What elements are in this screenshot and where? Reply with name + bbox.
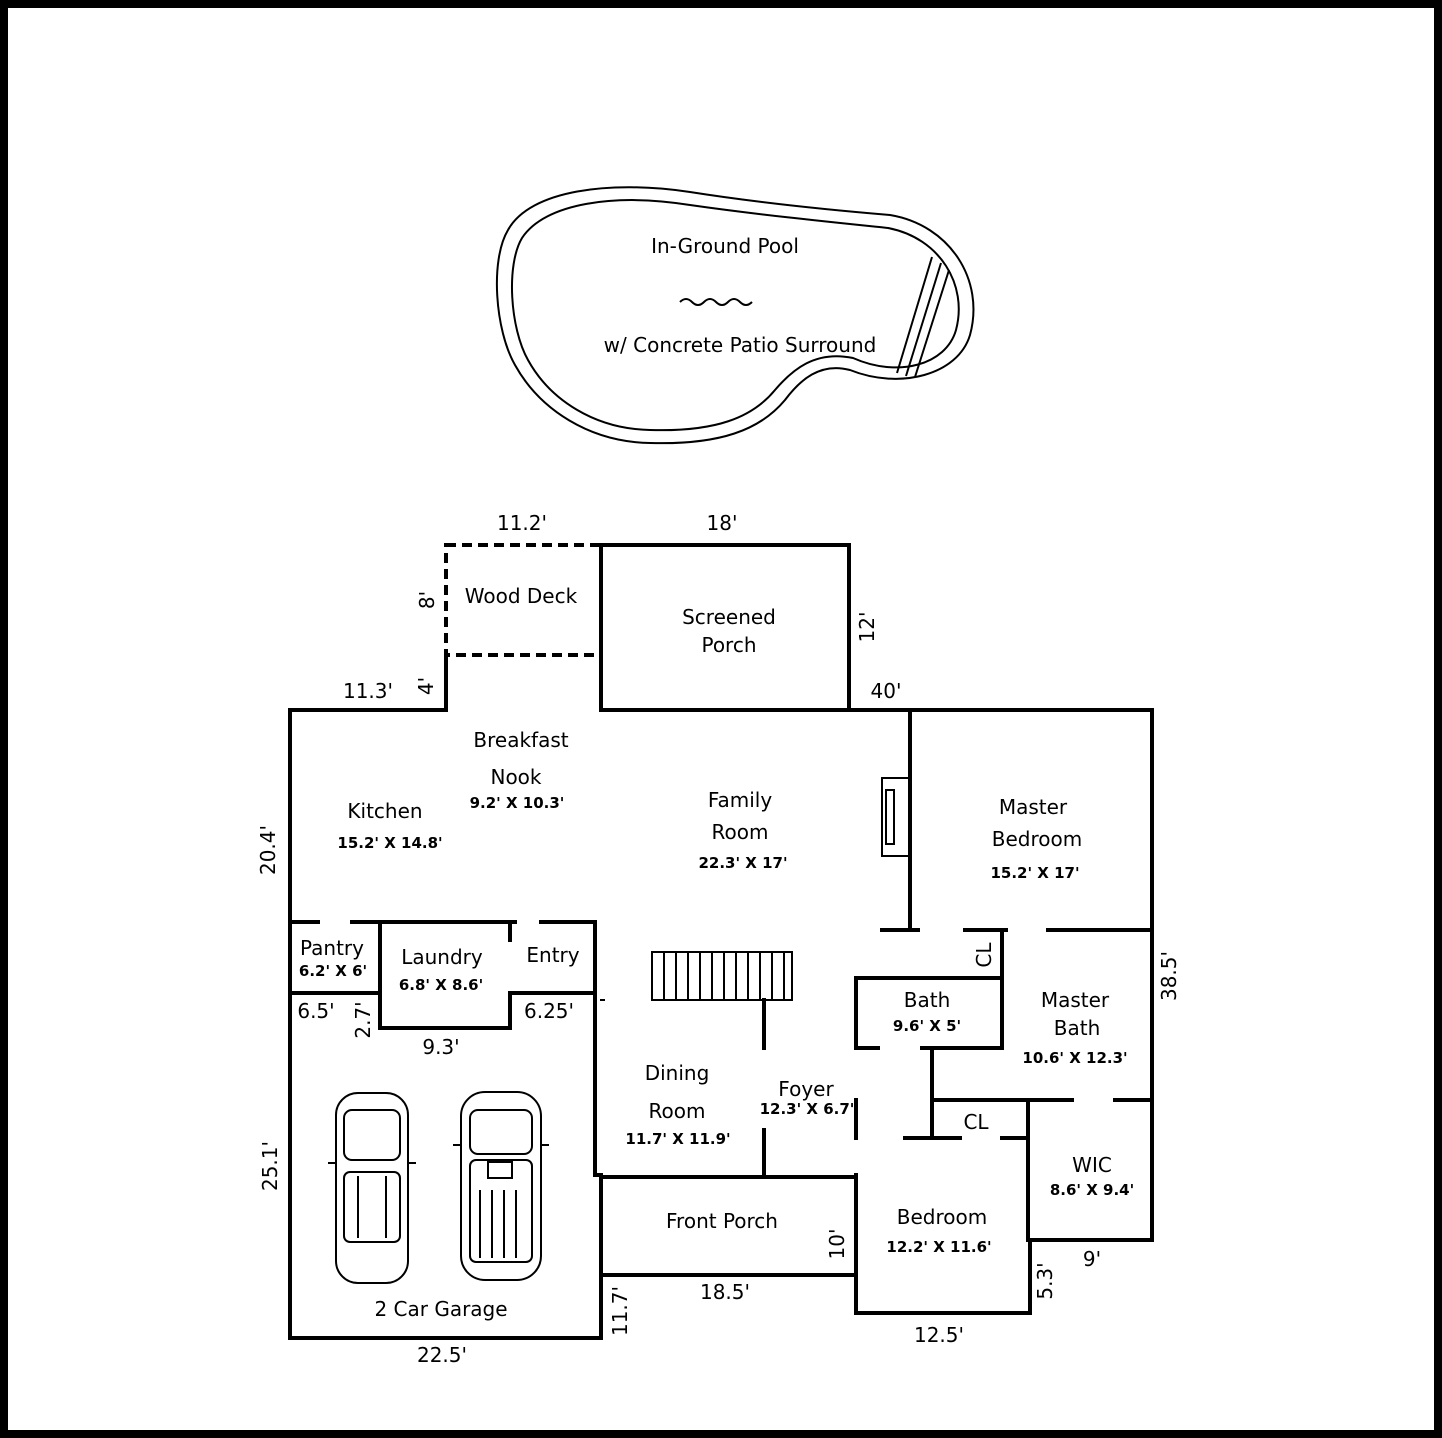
bedroom-label: Bedroom	[897, 1205, 987, 1229]
dim-bedroom-width: 12.5'	[914, 1323, 964, 1347]
foyer-label: Foyer	[778, 1077, 834, 1101]
screened-porch-label-1: Screened	[682, 605, 776, 629]
dim-house-40: 40'	[871, 679, 902, 703]
dim-porch-width: 18'	[707, 511, 738, 535]
breakfast-size: 9.2' X 10.3'	[470, 794, 565, 812]
master-bed-size: 15.2' X 17'	[990, 864, 1079, 882]
dim-porch-11-7: 11.7'	[608, 1286, 632, 1336]
master-bed-label-2: Bedroom	[992, 827, 1082, 851]
foyer-size: 12.3' X 6.7'	[760, 1100, 855, 1118]
dim-kitchen-top: 11.3'	[343, 679, 393, 703]
front-porch-label: Front Porch	[666, 1209, 778, 1233]
master-bath-label-2: Bath	[1054, 1016, 1101, 1040]
pool: In-Ground Pool w/ Concrete Patio Surroun…	[495, 186, 975, 445]
dim-porch-depth: 12'	[855, 612, 879, 643]
dim-deck-width: 11.2'	[497, 511, 547, 535]
master-bath-label-1: Master	[1041, 988, 1110, 1012]
dim-deck-depth: 8'	[415, 591, 439, 609]
bath-label: Bath	[904, 988, 951, 1012]
pantry-size: 6.2' X 6'	[299, 962, 367, 980]
dim-jog-4: 4'	[414, 677, 438, 695]
master-bath-size: 10.6' X 12.3'	[1022, 1049, 1127, 1067]
family-label-2: Room	[712, 820, 769, 844]
dim-jog-9: 9'	[1083, 1247, 1101, 1271]
dim-garage-6-5: 6.5'	[297, 999, 334, 1023]
dim-garage-width: 22.5'	[417, 1343, 467, 1367]
garage-label: 2 Car Garage	[374, 1297, 507, 1321]
entry-label: Entry	[526, 943, 579, 967]
family-label-1: Family	[708, 788, 773, 812]
dining-label-2: Room	[649, 1099, 706, 1123]
water-wave-icon	[679, 298, 753, 306]
dim-garage-6-25: 6.25'	[524, 999, 574, 1023]
wic-label: WIC	[1072, 1153, 1112, 1177]
laundry-size: 6.8' X 8.6'	[399, 976, 483, 994]
room-labels: Wood Deck Screened Porch Breakfast Nook …	[299, 584, 1134, 1321]
kitchen-size: 15.2' X 14.8'	[337, 834, 442, 852]
exterior-walls	[288, 653, 1154, 1340]
dim-jog-5-3: 5.3'	[1033, 1262, 1057, 1299]
car-suv-icon	[453, 1091, 549, 1281]
dim-right-38-5: 38.5'	[1157, 951, 1181, 1001]
dining-label-1: Dining	[645, 1061, 710, 1085]
laundry-label: Laundry	[401, 945, 483, 969]
kitchen-label: Kitchen	[347, 799, 422, 823]
dim-garage-9-3: 9.3'	[422, 1035, 459, 1059]
pool-title: In-Ground Pool	[651, 234, 799, 258]
dim-front-porch-depth: 10'	[825, 1229, 849, 1260]
wood-deck-label: Wood Deck	[465, 584, 578, 608]
breakfast-label-2: Nook	[490, 765, 541, 789]
pantry-label: Pantry	[300, 936, 364, 960]
master-bed-label-1: Master	[999, 795, 1068, 819]
bath-size: 9.6' X 5'	[893, 1017, 961, 1035]
dim-garage-2-7: 2.7'	[351, 1001, 375, 1038]
closet-label-1: CL	[972, 942, 996, 968]
stair-treads	[663, 952, 785, 1000]
wic-size: 8.6' X 9.4'	[1050, 1181, 1134, 1199]
closet-label-2: CL	[963, 1110, 989, 1134]
breakfast-label-1: Breakfast	[473, 728, 568, 752]
dim-front-porch-width: 18.5'	[700, 1280, 750, 1304]
bedroom-size: 12.2' X 11.6'	[886, 1238, 991, 1256]
car-convertible-icon	[328, 1092, 416, 1284]
dimension-labels: 11.2' 18' 8' 12' 11.3' 4' 40' 20.4' 38.5…	[256, 511, 1181, 1367]
dim-garage-depth: 25.1'	[258, 1141, 282, 1191]
family-size: 22.3' X 17'	[698, 854, 787, 872]
dining-size: 11.7' X 11.9'	[625, 1130, 730, 1148]
screened-porch-label-2: Porch	[701, 633, 756, 657]
interior-walls	[288, 708, 1154, 1277]
dim-left-20-4: 20.4'	[256, 825, 280, 875]
pool-subtitle: w/ Concrete Patio Surround	[604, 333, 877, 357]
